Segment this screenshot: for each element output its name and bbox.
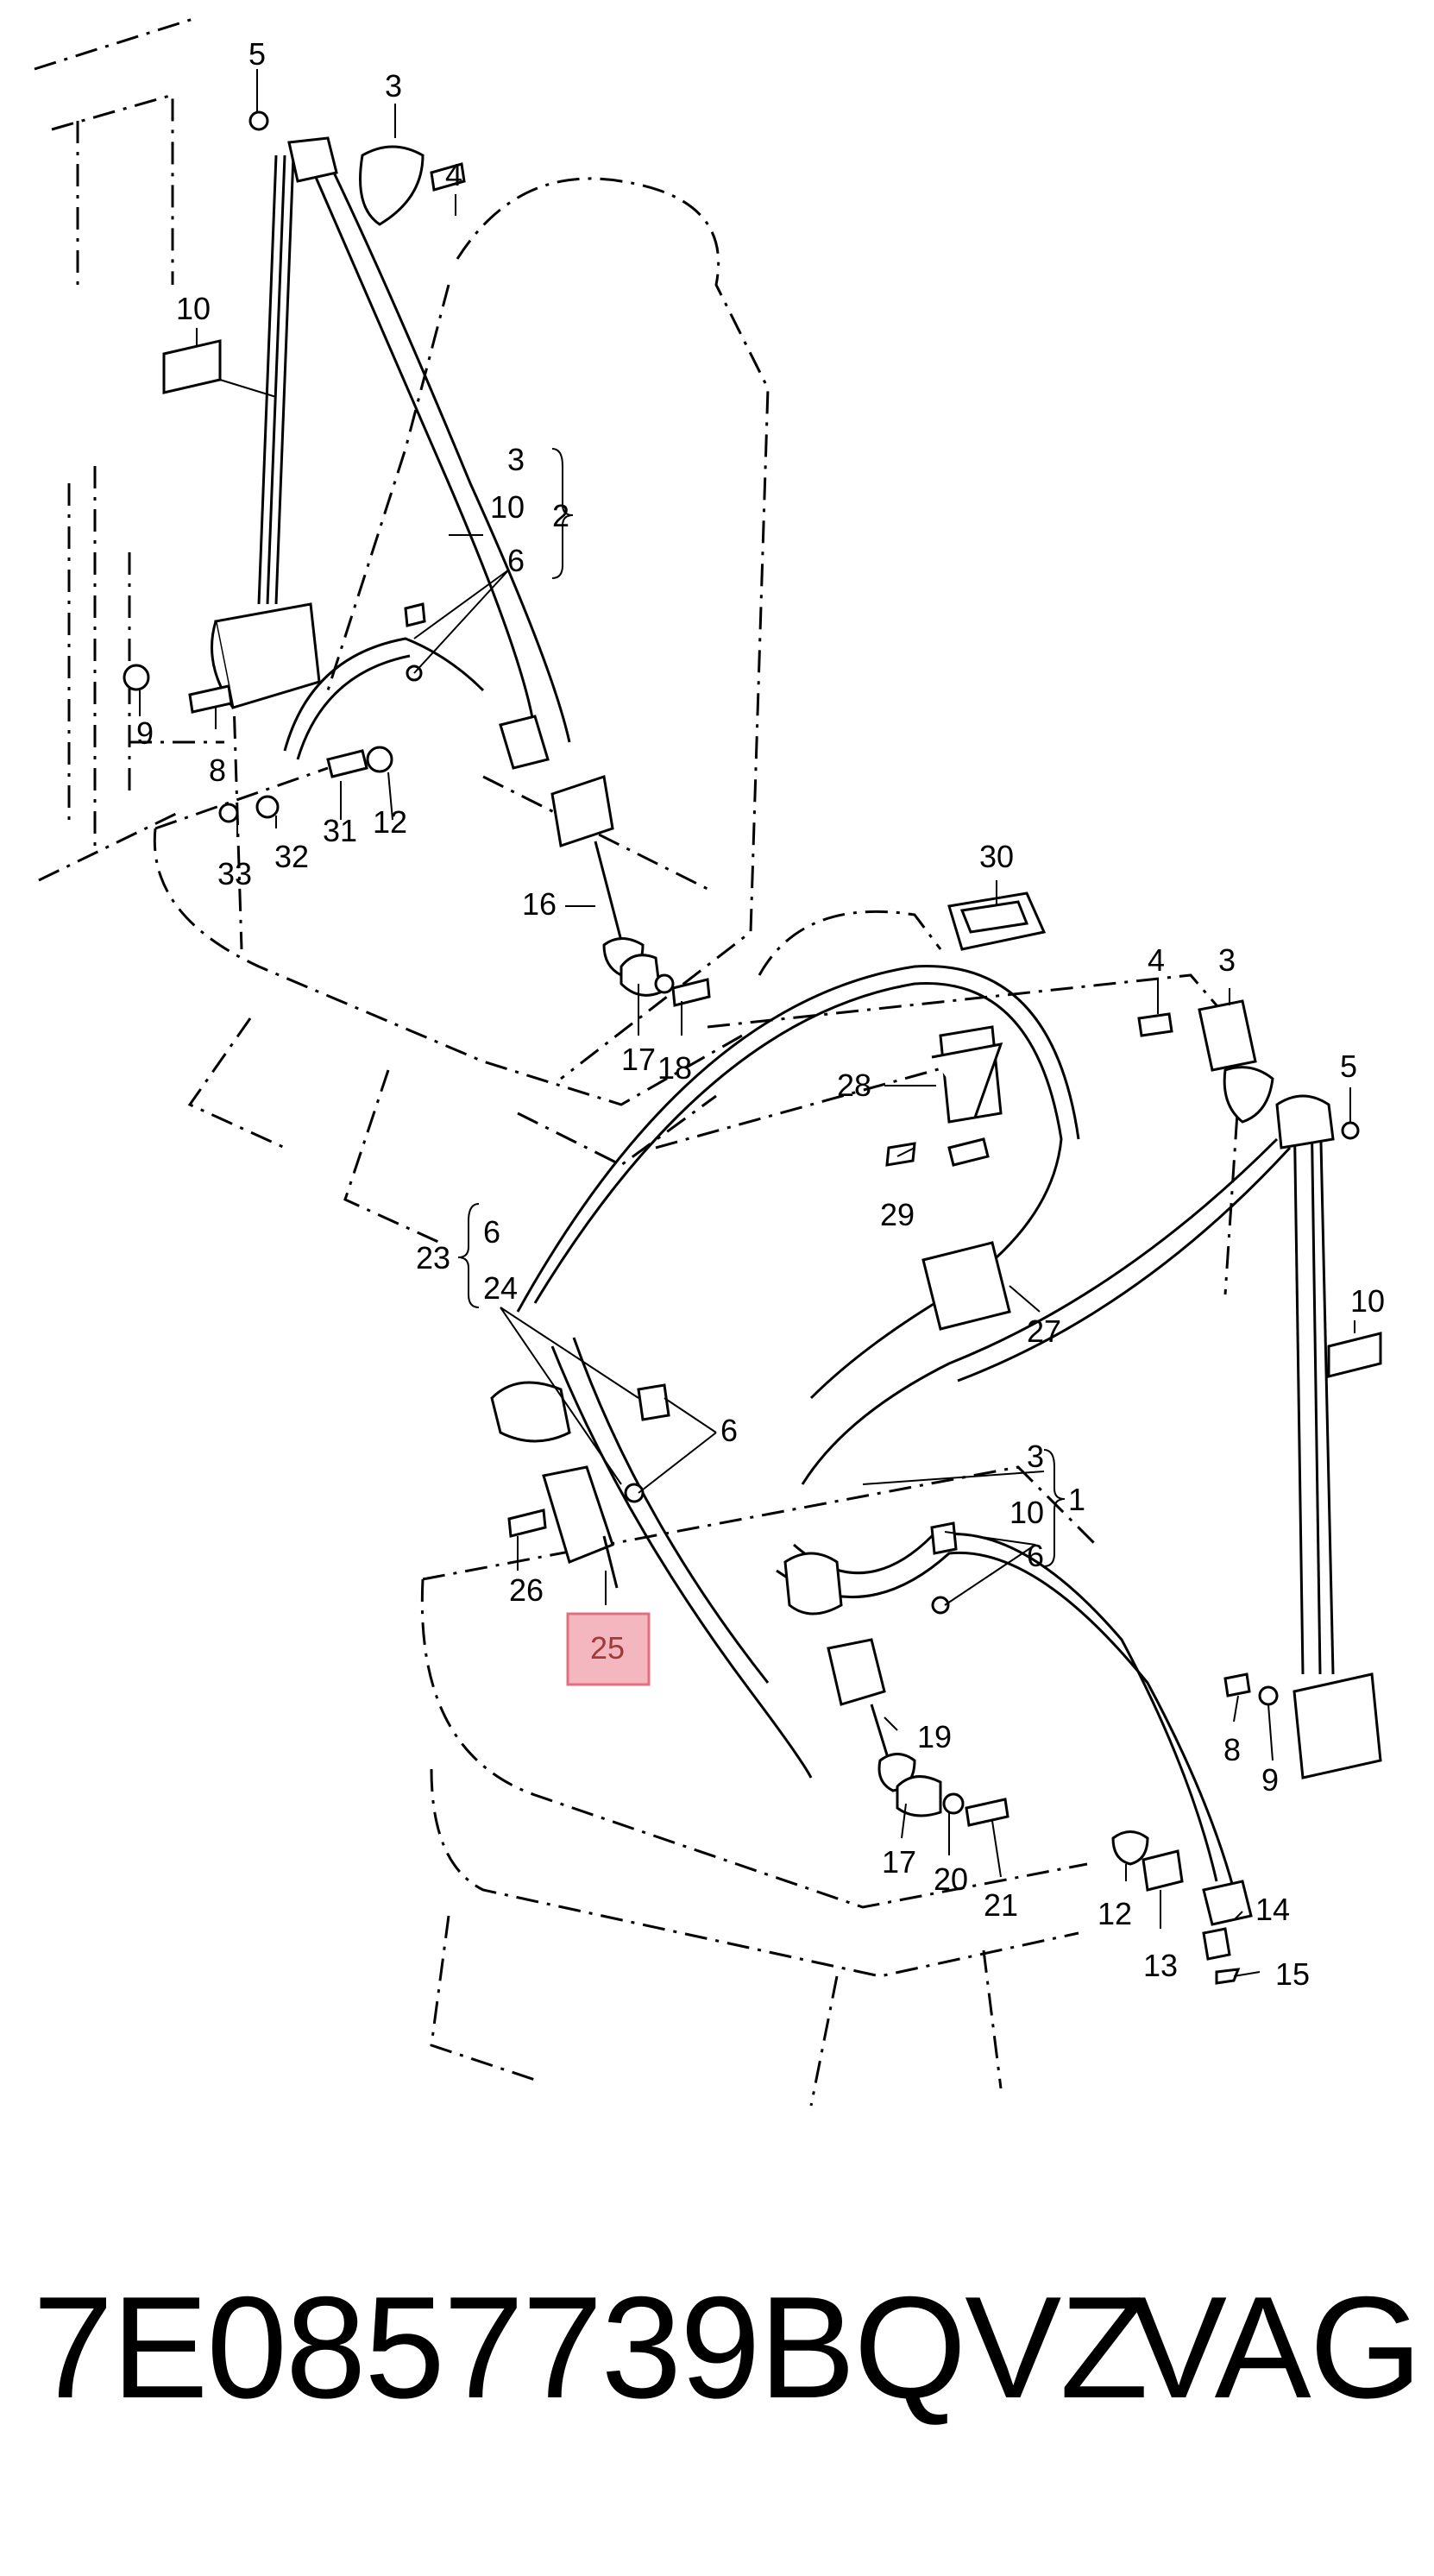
callout-3: 3: [1027, 1439, 1044, 1474]
callout-2: 2: [552, 498, 569, 533]
callout-1: 1: [1068, 1482, 1085, 1517]
callout-5: 5: [1340, 1049, 1357, 1084]
callout-3: 3: [1218, 942, 1236, 978]
callout-25-highlight: [566, 1612, 651, 1686]
callout-6: 6: [1027, 1538, 1044, 1573]
callout-29: 29: [880, 1197, 915, 1232]
callout-27: 27: [1027, 1313, 1061, 1349]
callout-31: 31: [323, 813, 357, 848]
upper-seat: [153, 177, 770, 1244]
callout-21: 21: [984, 1887, 1018, 1923]
callout-14: 14: [1255, 1892, 1290, 1927]
callout-10: 10: [490, 489, 525, 525]
brand-name: VAG: [1130, 2266, 1422, 2428]
callout-18: 18: [657, 1050, 692, 1086]
callout-17: 17: [882, 1844, 916, 1880]
callout-3: 3: [385, 68, 402, 104]
lower-belt-assembly: [490, 891, 1382, 1985]
callout-6: 6: [720, 1413, 738, 1448]
callout-28: 28: [837, 1068, 871, 1103]
callout-12: 12: [1098, 1896, 1132, 1931]
callout-10: 10: [1350, 1283, 1385, 1319]
callout-4: 4: [445, 157, 462, 192]
callout-16: 16: [522, 886, 557, 922]
callout-15: 15: [1275, 1956, 1310, 1992]
callout-5: 5: [248, 36, 266, 72]
callout-6: 6: [483, 1214, 500, 1250]
callout-8: 8: [1223, 1732, 1241, 1767]
callout-4: 4: [1148, 942, 1165, 978]
callout-19: 19: [917, 1719, 952, 1754]
callout-8: 8: [209, 753, 226, 788]
callout-13: 13: [1143, 1948, 1178, 1983]
callout-20: 20: [934, 1861, 968, 1897]
part-number: 7E0857739BQVZ: [33, 2266, 1148, 2428]
callout-32: 32: [274, 839, 309, 874]
callout-17: 17: [621, 1042, 656, 1077]
callout-9: 9: [136, 715, 154, 751]
callout-3: 3: [507, 442, 525, 477]
callout-10: 10: [176, 291, 211, 326]
callout-6: 6: [507, 543, 525, 578]
callout-33: 33: [217, 856, 252, 891]
callout-10: 10: [1009, 1495, 1044, 1530]
callout-23: 23: [416, 1240, 450, 1275]
callout-26: 26: [509, 1572, 544, 1608]
leader-lines: [139, 69, 1355, 1977]
callout-24: 24: [483, 1270, 518, 1306]
callout-labels: 5 3 4 10 3 10 2 6 9 8 31 12 33 32 16 17 …: [136, 36, 1385, 1992]
callout-12: 12: [373, 804, 407, 840]
callout-25: 25: [590, 1630, 625, 1666]
part-number-footer: 7E0857739BQVZ VAG: [33, 2261, 1422, 2434]
callout-30: 30: [979, 839, 1014, 874]
upper-belt-assembly: [123, 110, 711, 1007]
callout-9: 9: [1261, 1762, 1279, 1798]
